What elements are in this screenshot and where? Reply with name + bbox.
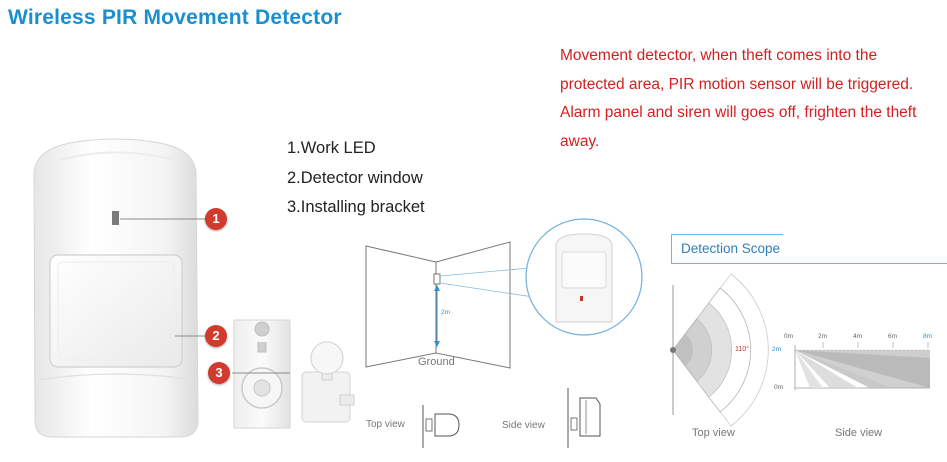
detection-top-view bbox=[670, 273, 769, 427]
heading-rule bbox=[783, 263, 947, 264]
description-line: Alarm panel and siren will goes off, fri… bbox=[560, 104, 917, 121]
description-line: away. bbox=[560, 132, 600, 150]
detection-side-view bbox=[794, 342, 930, 390]
legend-item: 1.Work LED bbox=[287, 139, 376, 157]
room-diagram bbox=[365, 241, 541, 369]
callout-1: 1 bbox=[205, 208, 227, 230]
page-title: Wireless PIR Movement Detector bbox=[8, 6, 342, 29]
callout-2: 2 bbox=[205, 325, 227, 347]
height-tick: 2m bbox=[772, 346, 782, 353]
component-legend: 1.Work LED 2.Detector window 3.Installin… bbox=[287, 134, 425, 223]
height-label: 2m bbox=[441, 309, 451, 316]
installing-bracket bbox=[233, 319, 355, 429]
ground-label: Ground bbox=[418, 356, 455, 368]
detector-body bbox=[33, 138, 199, 438]
detection-scope-heading: Detection Scope bbox=[671, 234, 783, 264]
scope-side-view-label: Side view bbox=[835, 427, 883, 439]
distance-tick: 4m bbox=[853, 333, 863, 340]
height-tick: 0m bbox=[774, 384, 784, 391]
distance-tick: 2m bbox=[818, 333, 828, 340]
mount-side-view-label: Side view bbox=[502, 420, 545, 431]
distance-tick: 8m bbox=[923, 333, 933, 340]
distance-tick: 0m bbox=[784, 333, 794, 340]
detector-zoom-view bbox=[525, 218, 643, 336]
legend-item: 3.Installing bracket bbox=[287, 198, 425, 216]
scope-top-view-label: Top view bbox=[692, 427, 735, 439]
mount-view-drawings bbox=[422, 388, 601, 448]
mount-top-view-label: Top view bbox=[366, 419, 405, 430]
angle-label: 110° bbox=[735, 346, 749, 353]
callout-3: 3 bbox=[208, 362, 230, 384]
detector-window bbox=[49, 254, 183, 368]
description-line: protected area, PIR motion sensor will b… bbox=[560, 75, 914, 93]
work-led bbox=[112, 211, 119, 225]
distance-tick: 6m bbox=[888, 333, 898, 340]
description-line: Movement detector, when theft comes into… bbox=[560, 47, 878, 64]
product-description: Movement detector, when theft comes into… bbox=[560, 42, 940, 156]
legend-item: 2.Detector window bbox=[287, 168, 423, 187]
